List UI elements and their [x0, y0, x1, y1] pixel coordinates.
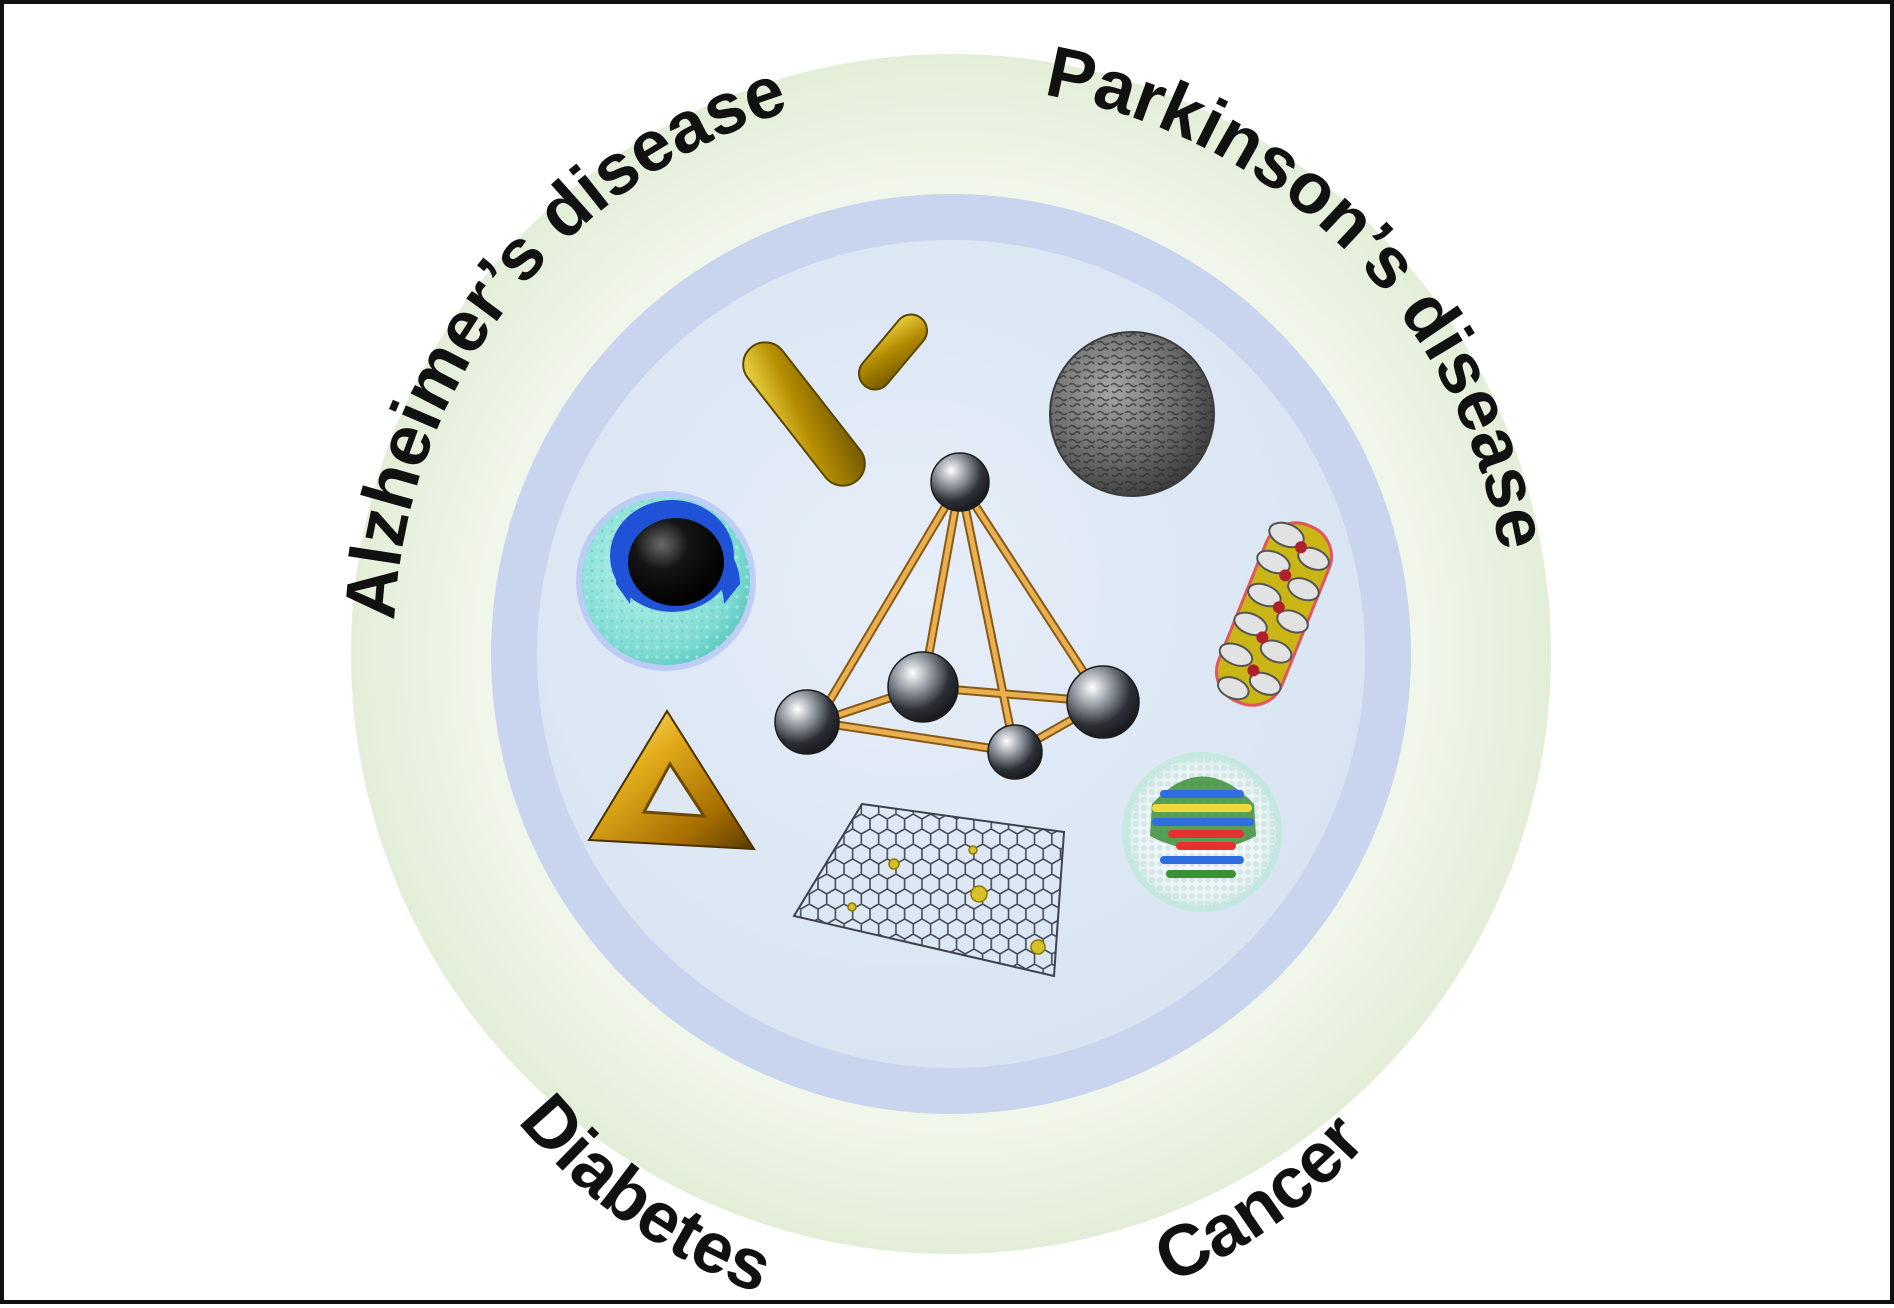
- coated-nanorod-icon: [1215, 521, 1333, 707]
- dna-tetrahedron-icon: [774, 452, 1140, 780]
- nanocage-sphere-icon: [1122, 752, 1282, 912]
- graphene-sheet-icon: [792, 802, 1066, 978]
- gold-nanorods-icon: [742, 313, 928, 487]
- core-shell-nanoparticle-icon: [576, 491, 756, 671]
- gold-nanotriangle-icon: [587, 709, 756, 851]
- porous-silica-sphere-icon: [1049, 331, 1215, 497]
- nanomaterials-diseases-diagram: Alzheimer’s disease Parkinson’s disease …: [330, 32, 1563, 1308]
